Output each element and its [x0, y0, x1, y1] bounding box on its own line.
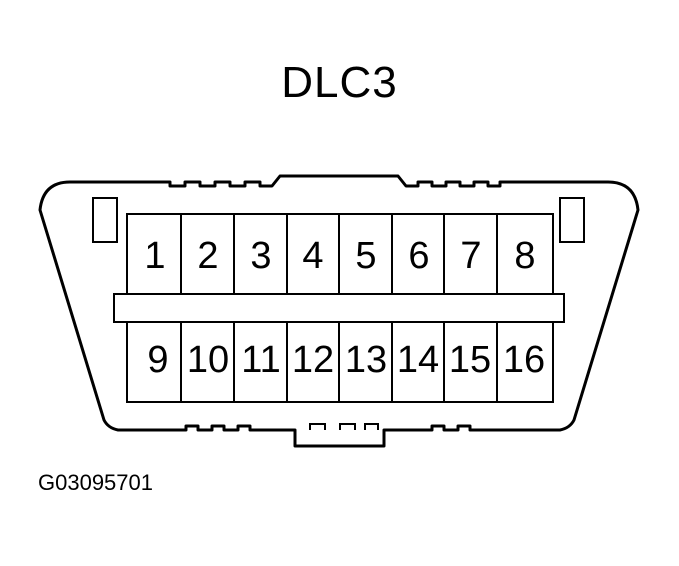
pin-label-10: 10 [187, 339, 229, 381]
center-separator-bar [113, 293, 565, 323]
pin-label-12: 12 [292, 339, 334, 381]
pin-label-15: 15 [449, 339, 491, 381]
left-latch-slot [92, 197, 118, 243]
figure-code: G03095701 [38, 470, 153, 495]
pin-label-2: 2 [197, 235, 218, 277]
pin-label-6: 6 [408, 235, 429, 277]
pin-label-13: 13 [345, 339, 387, 381]
pin-label-14: 14 [397, 339, 439, 381]
bottom-key-tab [309, 423, 379, 430]
pin-label-3: 3 [250, 235, 271, 277]
pin-label-1: 1 [144, 235, 165, 277]
pin-label-11: 11 [241, 339, 280, 381]
pin-row-bottom [126, 321, 554, 403]
pin-label-8: 8 [514, 235, 535, 277]
pin-row-top [126, 213, 554, 295]
pin-label-9: 9 [147, 339, 168, 381]
diagram-title: DLC3 [281, 58, 398, 107]
pin-label-5: 5 [355, 235, 376, 277]
pin-label-4: 4 [302, 235, 323, 277]
pin-label-16: 16 [503, 339, 545, 381]
connector-outline [38, 174, 640, 448]
right-latch-slot [559, 197, 585, 243]
pin-label-7: 7 [460, 235, 481, 277]
